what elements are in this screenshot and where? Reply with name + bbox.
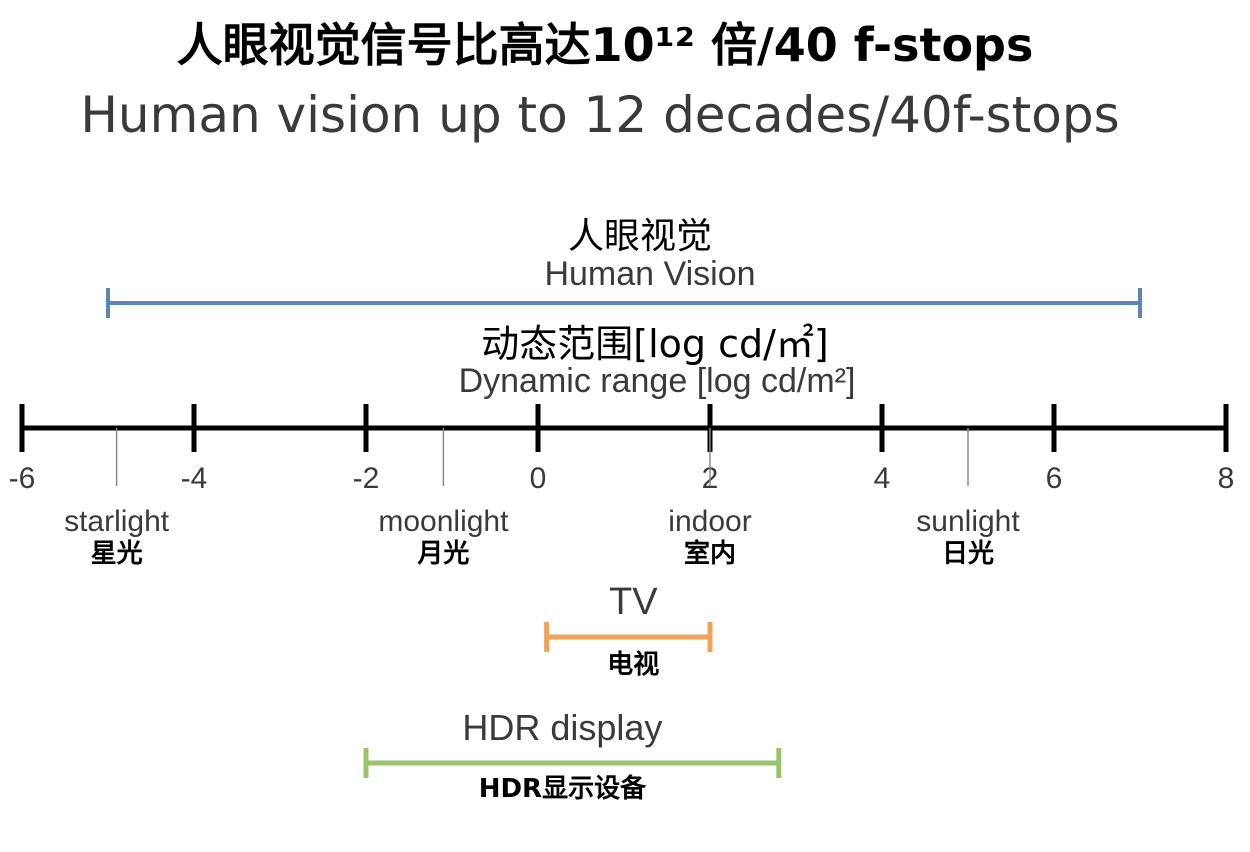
human-vision-label-cn: 人眼视觉	[568, 216, 712, 257]
tick-label: 0	[530, 462, 547, 495]
hdr-display-label-en: HDR display	[462, 707, 662, 748]
reference-label-cn: 室内	[684, 538, 736, 569]
axis-layer: 动态范围[log cd/㎡]Dynamic range [log cd/m²] -…	[9, 322, 1235, 495]
tick-label: 8	[1218, 462, 1235, 495]
title-english: Human vision up to 12 decades/40f-stops	[80, 86, 1120, 144]
reference-label-cn: 星光	[91, 539, 143, 569]
tick-label: -6	[9, 462, 36, 495]
reference-label-en: starlight	[64, 505, 170, 538]
hdr-display-label-cn: HDR显示设备	[479, 774, 647, 804]
human-vision-label-en: Human Vision	[544, 255, 755, 293]
tick-label: 4	[874, 462, 891, 495]
tick-label: -4	[181, 462, 208, 495]
tv-label-cn: 电视	[607, 650, 659, 680]
reference-label-en: indoor	[668, 505, 751, 538]
title-chinese: 人眼视觉信号比高达10¹² 倍/40 f-stops	[176, 18, 1034, 72]
reference-label-en: sunlight	[916, 505, 1020, 538]
tick-label: 6	[1046, 462, 1063, 495]
reference-label-en: moonlight	[378, 505, 509, 538]
axis-label-cn: 动态范围[log cd/㎡]	[481, 322, 828, 366]
reference-label-cn: 日光	[942, 539, 994, 569]
tick-label: -2	[353, 462, 380, 495]
axis-label-en: Dynamic range [log cd/m²]	[459, 362, 856, 400]
tv-label-en: TV	[609, 581, 658, 623]
reference-label-cn: 月光	[416, 539, 469, 569]
